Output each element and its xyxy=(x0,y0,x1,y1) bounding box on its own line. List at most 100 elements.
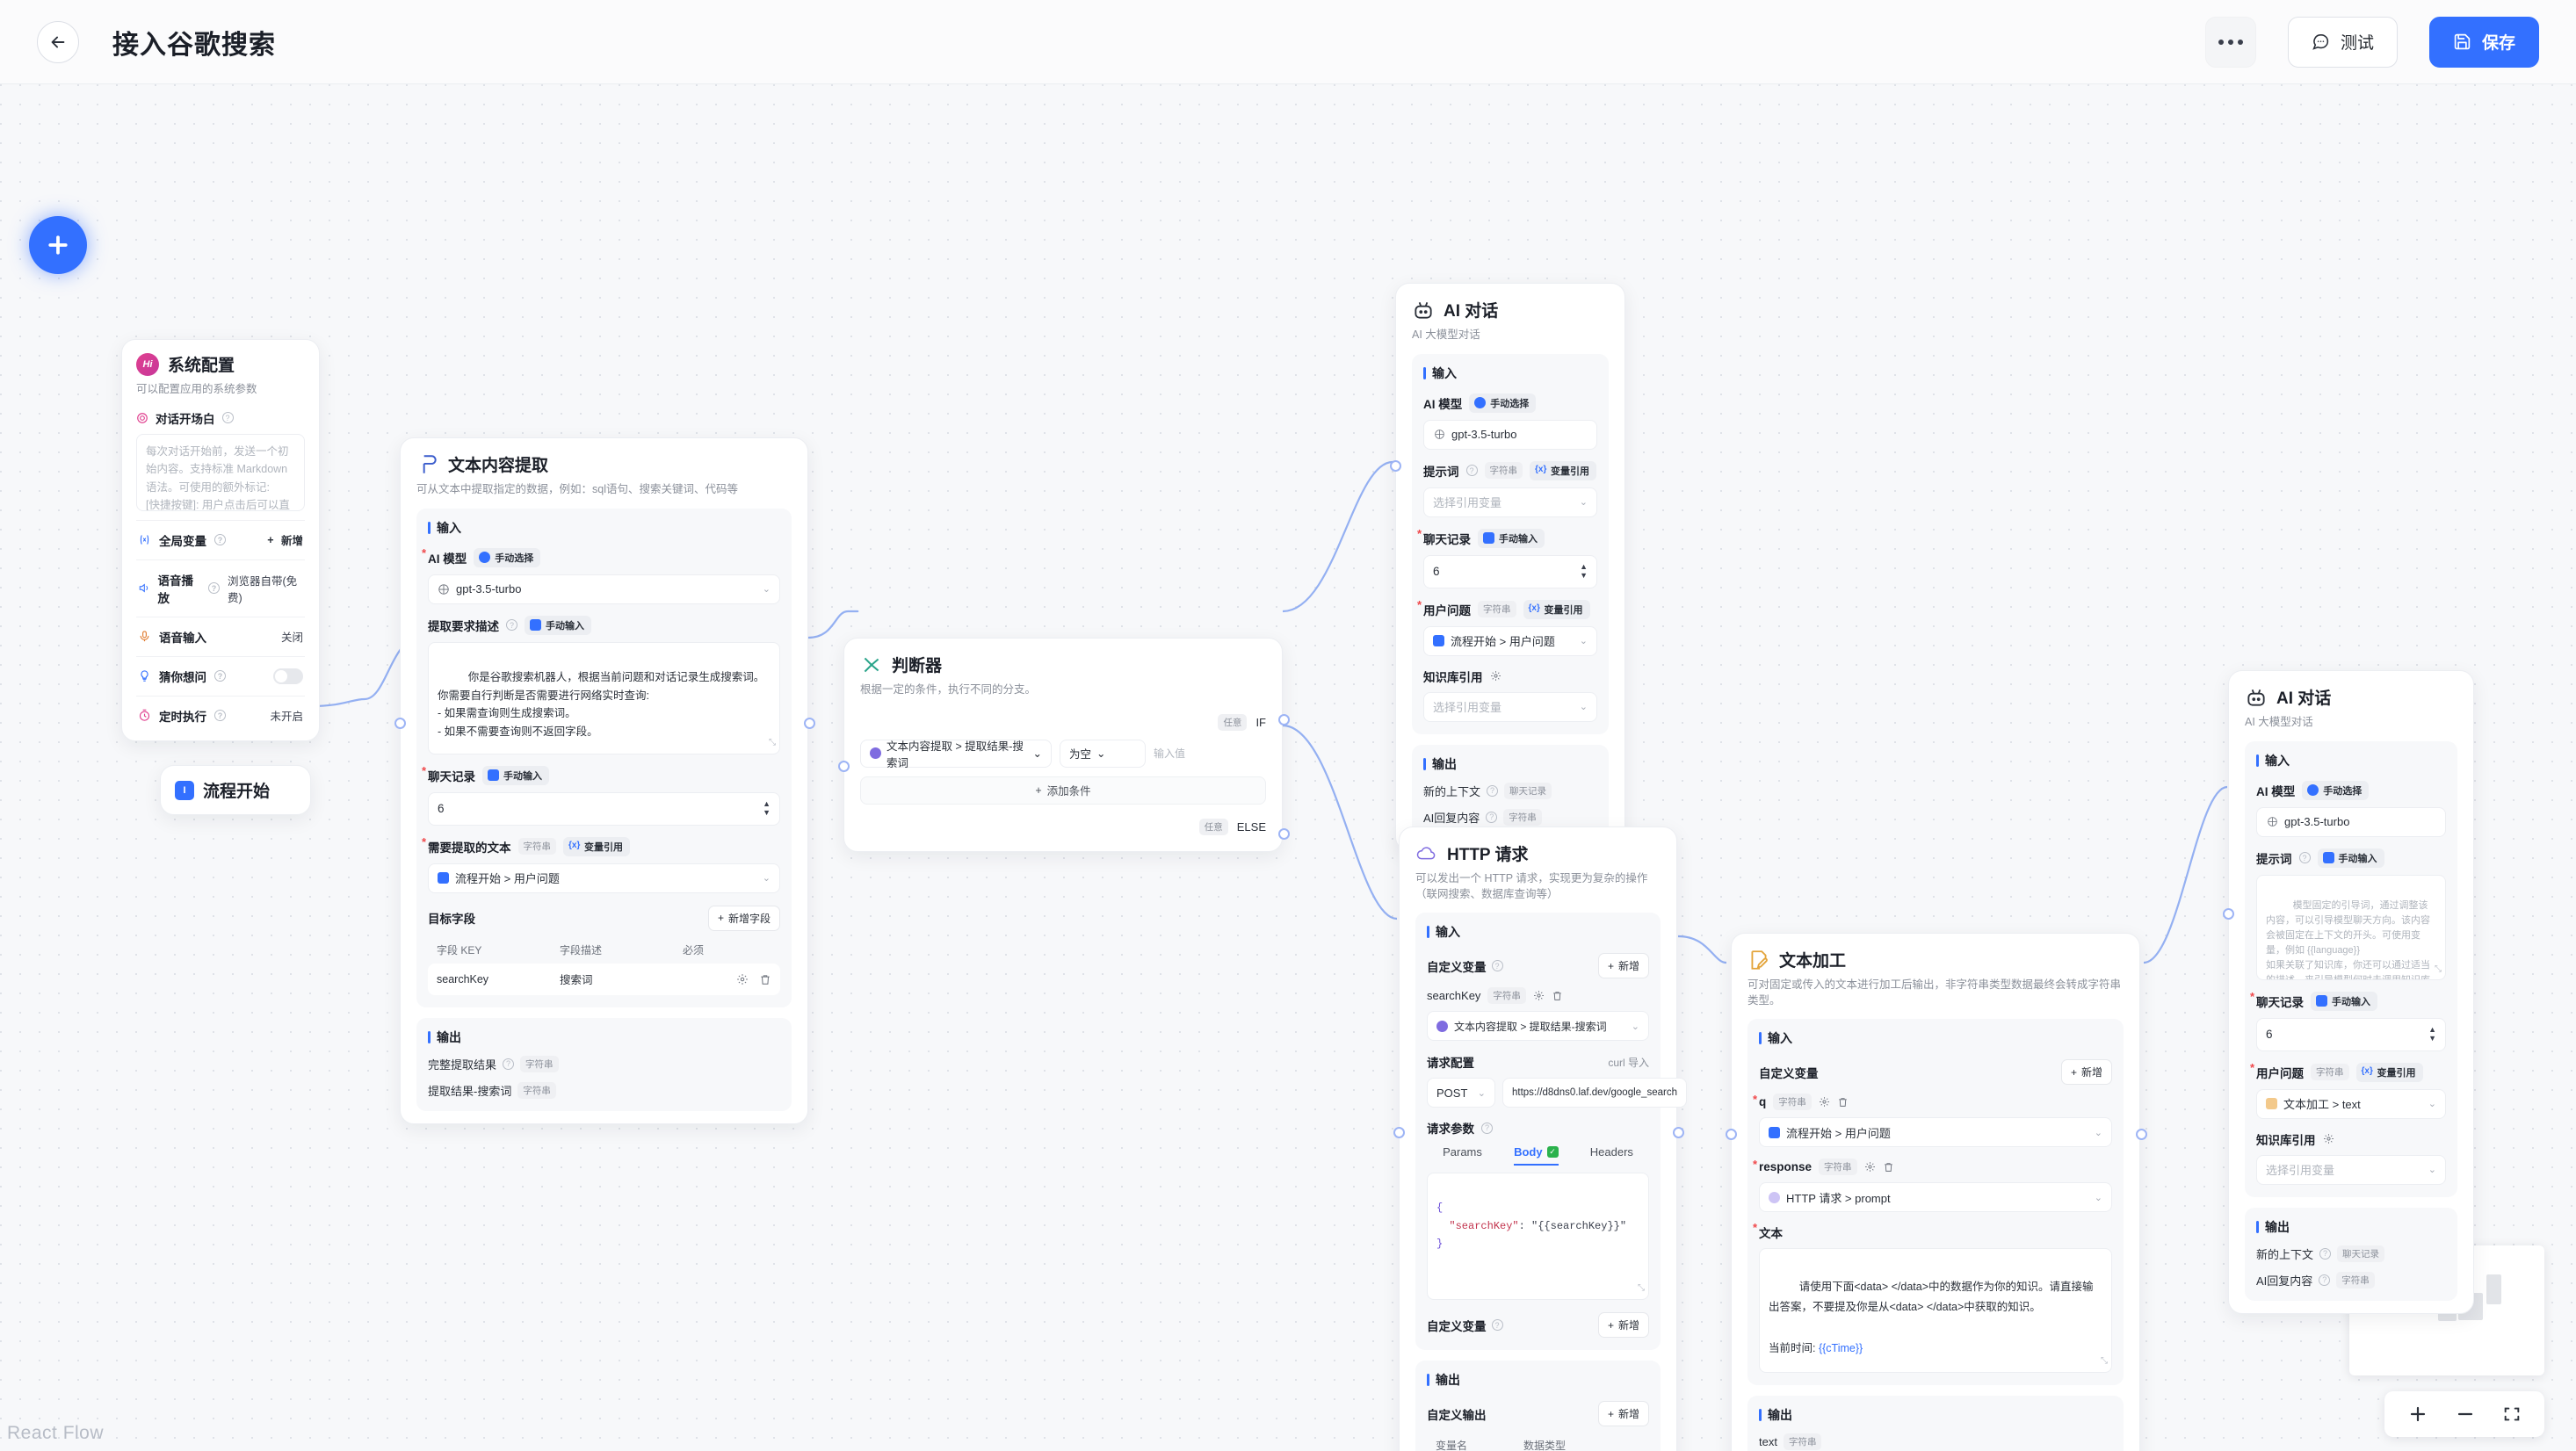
gear-icon[interactable] xyxy=(2323,1133,2334,1144)
question-select[interactable]: 文本加工 > text ⌄ xyxy=(2256,1088,2446,1119)
gear-icon[interactable] xyxy=(1490,670,1501,682)
global-variable-add[interactable]: + 新增 xyxy=(267,531,303,548)
kb-select[interactable]: 选择引用变量 ⌄ xyxy=(2256,1154,2446,1185)
manual-input-pill[interactable]: 手动输入 xyxy=(2311,991,2377,1011)
back-button[interactable] xyxy=(37,20,79,63)
help-icon[interactable]: ? xyxy=(2319,1247,2332,1260)
ai-model-select[interactable]: gpt-3.5-turbo ⌄ xyxy=(428,574,780,604)
help-icon[interactable]: ? xyxy=(214,670,226,682)
ai-model-select[interactable]: gpt-3.5-turbo xyxy=(2256,806,2446,837)
add-variable-button-2[interactable]: + 新增 xyxy=(1597,1312,1649,1338)
more-button[interactable] xyxy=(2204,16,2256,68)
handle-out[interactable] xyxy=(1673,1127,1684,1138)
node-condition[interactable]: 判断器 根据一定的条件，执行不同的分支。 任意 IF 文本内容提取 > 提取结果… xyxy=(838,638,1290,852)
add-node-button[interactable] xyxy=(29,216,87,274)
var-response-select[interactable]: HTTP 请求 > prompt ⌄ xyxy=(1759,1182,2112,1212)
searchkey-select[interactable]: 文本内容提取 > 提取结果-搜索词 ⌄ xyxy=(1427,1011,1649,1041)
gear-icon[interactable] xyxy=(1864,1161,1876,1173)
resize-grip-icon[interactable]: ⤡ xyxy=(2435,964,2442,974)
stepper-arrows[interactable]: ▲▼ xyxy=(2428,1025,2436,1043)
trash-icon[interactable] xyxy=(1552,990,1563,1001)
handle-in[interactable] xyxy=(1390,460,1401,472)
help-icon[interactable]: ? xyxy=(1491,960,1503,971)
text-editor[interactable]: 请使用下面<data> </data>中的数据作为你的知识。请直接输出答案，不要… xyxy=(1759,1248,2112,1373)
add-variable-button[interactable]: + 新增 xyxy=(1597,953,1649,978)
url-input[interactable]: https://d8dns0.laf.dev/google_search xyxy=(1502,1078,1687,1108)
sysrow-guess-question[interactable]: 猜你想问 ? xyxy=(136,655,305,696)
var-q-select[interactable]: 流程开始 > 用户问题 ⌄ xyxy=(1759,1117,2112,1147)
resize-grip-icon[interactable]: ⤡ xyxy=(769,738,776,747)
gear-icon[interactable] xyxy=(1533,990,1545,1001)
handle-in[interactable] xyxy=(394,718,406,729)
help-icon[interactable]: ? xyxy=(506,619,517,631)
help-icon[interactable]: ? xyxy=(1491,1319,1503,1331)
sysrow-schedule[interactable]: 定时执行 ? 未开启 xyxy=(136,695,305,735)
manual-input-pill[interactable]: 手动输入 xyxy=(1478,528,1545,548)
zoom-in-button[interactable] xyxy=(2407,1404,2428,1425)
handle-out[interactable] xyxy=(2136,1129,2147,1140)
history-stepper[interactable]: 6 ▲▼ xyxy=(428,791,780,826)
save-button[interactable]: 保存 xyxy=(2428,16,2539,68)
help-icon[interactable]: ? xyxy=(214,710,226,721)
zoom-out-button[interactable] xyxy=(2455,1404,2476,1425)
test-button[interactable]: 测试 xyxy=(2287,16,2398,68)
manual-input-pill[interactable]: 手动输入 xyxy=(525,615,591,635)
trash-icon[interactable] xyxy=(1837,1096,1849,1108)
ai-model-select[interactable]: gpt-3.5-turbo xyxy=(1423,419,1597,450)
sysrow-voice-input[interactable]: 语音输入 关闭 xyxy=(136,616,305,656)
sysrow-global-variable[interactable]: 全局变量 ? + 新增 xyxy=(136,519,305,559)
stepper-arrows[interactable]: ▲▼ xyxy=(1580,562,1588,580)
stepper-arrows[interactable]: ▲▼ xyxy=(763,799,771,817)
sysrow-voice-play[interactable]: 语音播放 ? 浏览器自带(免费) xyxy=(136,559,305,617)
tab-headers[interactable]: Headers xyxy=(1589,1145,1633,1159)
source-select[interactable]: 流程开始 > 用户问题 ⌄ xyxy=(428,863,780,893)
table-row[interactable]: searchKey 搜索词 xyxy=(428,963,780,995)
node-ai-chat-right[interactable]: AI 对话 AI 大模型对话 输入 AI 模型 手动选择 gpt-3.5-tur… xyxy=(2223,670,2474,1314)
help-icon[interactable]: ? xyxy=(1487,784,1499,797)
gear-icon[interactable] xyxy=(1819,1096,1830,1108)
method-select[interactable]: POST ⌄ xyxy=(1427,1078,1495,1108)
question-select[interactable]: 流程开始 > 用户问题 ⌄ xyxy=(1423,625,1597,656)
gear-icon[interactable] xyxy=(736,973,749,985)
history-stepper[interactable]: 6 ▲▼ xyxy=(1423,554,1597,588)
help-icon[interactable]: ? xyxy=(1465,465,1478,476)
node-text-process[interactable]: 文本加工 可对固定或传入的文本进行加工后输出，非字符串类型数据最终会转成字符串类… xyxy=(1726,933,2147,1451)
help-icon[interactable]: ? xyxy=(1481,1122,1493,1134)
tab-body[interactable]: Body ✓ xyxy=(1514,1145,1559,1166)
handle-else-out[interactable] xyxy=(1278,828,1290,840)
resize-grip-icon[interactable]: ⤡ xyxy=(2101,1355,2108,1366)
manual-input-pill[interactable]: 手动输入 xyxy=(482,765,549,785)
node-flow-start[interactable]: I 流程开始 xyxy=(160,765,478,815)
help-icon[interactable]: ? xyxy=(214,534,226,545)
tab-params[interactable]: Params xyxy=(1443,1145,1482,1159)
add-output-button[interactable]: + 新增 xyxy=(1597,1401,1649,1426)
help-icon[interactable]: ? xyxy=(1486,811,1498,823)
manual-select-pill[interactable]: 手动选择 xyxy=(474,547,541,567)
var-ref-pill[interactable]: {x} 变量引用 xyxy=(1523,599,1590,619)
manual-select-pill[interactable]: 手动选择 xyxy=(1469,393,1537,413)
handle-in[interactable] xyxy=(1726,1129,1737,1140)
node-system-config[interactable]: Hi 系统配置 可以配置应用的系统参数 对话开场白 ? 每次对话开始前，发送一个… xyxy=(121,339,320,741)
fit-view-button[interactable] xyxy=(2502,1404,2522,1424)
help-icon[interactable]: ? xyxy=(221,412,234,423)
help-icon[interactable]: ? xyxy=(503,1058,515,1070)
help-icon[interactable]: ? xyxy=(2319,1274,2331,1286)
trash-icon[interactable] xyxy=(759,973,771,985)
prompt-textarea[interactable]: 模型固定的引导词，通过调整该内容，可以引导模型聊天方向。该内容会被固定在上下文的… xyxy=(2256,874,2446,980)
help-icon[interactable]: ? xyxy=(207,582,220,594)
condition-operator-select[interactable]: 为空 ⌄ xyxy=(1060,739,1146,768)
guess-question-toggle[interactable] xyxy=(273,668,303,684)
flow-canvas[interactable]: Hi 系统配置 可以配置应用的系统参数 对话开场白 ? 每次对话开始前，发送一个… xyxy=(0,84,2576,1451)
trash-icon[interactable] xyxy=(1883,1161,1894,1173)
history-stepper[interactable]: 6 ▲▼ xyxy=(2256,1017,2446,1051)
node-text-extract[interactable]: 文本内容提取 可从文本中提取指定的数据，例如：sql语句、搜索关键词、代码等 输… xyxy=(394,437,815,1124)
condition-variable-select[interactable]: 文本内容提取 > 提取结果-搜索词 ⌄ xyxy=(860,739,1052,769)
handle-in[interactable] xyxy=(1393,1127,1405,1138)
node-http-request[interactable]: HTTP 请求 可以发出一个 HTTP 请求，实现更为复杂的操作（联网搜索、数据… xyxy=(1393,827,1687,1451)
var-ref-pill[interactable]: {x} 变量引用 xyxy=(563,836,630,856)
prompt-textarea[interactable]: 你是谷歌搜索机器人，根据当前问题和对话记录生成搜索词。你需要自行判断是否需要进行… xyxy=(428,641,780,754)
handle-in[interactable] xyxy=(2223,908,2234,920)
resize-grip-icon[interactable]: ⤡ xyxy=(1638,1284,1645,1294)
curl-import-button[interactable]: curl 导入 xyxy=(1608,1056,1649,1069)
condition-value-input[interactable]: 输入值 xyxy=(1154,747,1186,760)
